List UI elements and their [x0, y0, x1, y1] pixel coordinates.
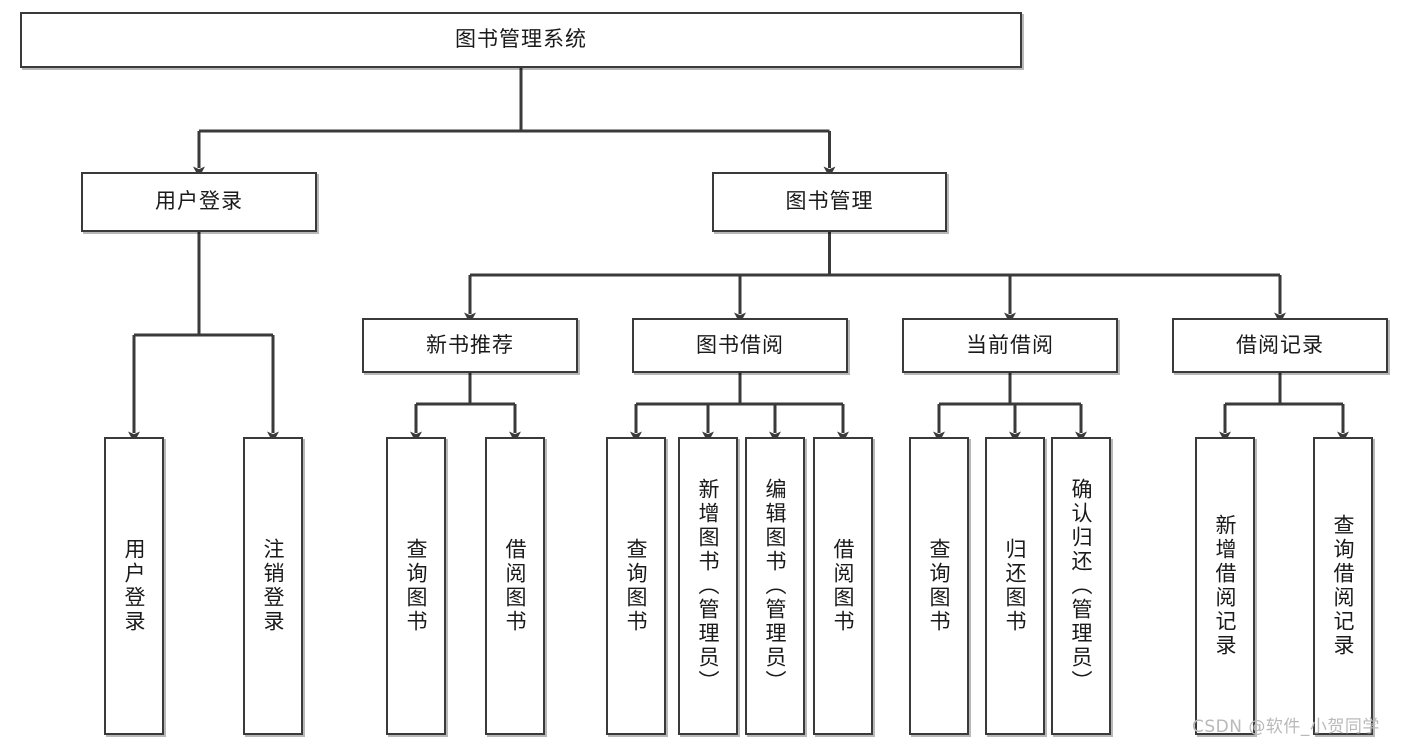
- level3-node[interactable]: 图书借阅: [632, 318, 848, 373]
- level3-node[interactable]: 借阅记录: [1172, 318, 1388, 373]
- leaf-node[interactable]: 查询图书: [386, 437, 446, 735]
- node-label: 查询借阅记录: [1331, 514, 1356, 658]
- leaf-node[interactable]: 查询图书: [909, 437, 969, 735]
- leaf-node[interactable]: 注销登录: [243, 437, 303, 735]
- node-label: 借阅图书: [831, 538, 856, 634]
- node-label: 借阅记录: [1236, 332, 1324, 357]
- node-label: 查询图书: [404, 538, 429, 634]
- node-label: 用户登录: [122, 538, 147, 634]
- leaf-node[interactable]: 新增图书（管理员）: [678, 437, 738, 735]
- node-label: 用户登录: [155, 189, 243, 214]
- node-label: 查询图书: [624, 538, 649, 634]
- node-label: 图书管理: [785, 189, 874, 214]
- node-label: 查询图书: [927, 538, 952, 634]
- leaf-node[interactable]: 确认归还（管理员）: [1051, 437, 1111, 735]
- leaf-node[interactable]: 编辑图书（管理员）: [745, 437, 805, 735]
- leaf-node[interactable]: 用户登录: [104, 437, 164, 735]
- leaf-node[interactable]: 借阅图书: [485, 437, 545, 735]
- leaf-node[interactable]: 查询图书: [606, 437, 666, 735]
- level2-node[interactable]: 用户登录: [81, 172, 317, 232]
- leaf-node[interactable]: 新增借阅记录: [1195, 437, 1255, 735]
- node-label: 新书推荐: [426, 332, 514, 357]
- level3-node[interactable]: 新书推荐: [362, 318, 578, 373]
- node-label: 归还图书: [1003, 538, 1028, 634]
- node-label: 新增借阅记录: [1213, 514, 1238, 658]
- node-label: 借阅图书: [503, 538, 528, 634]
- node-label: 图书借阅: [696, 332, 784, 357]
- node-label: 编辑图书（管理员）: [763, 478, 788, 694]
- node-label: 当前借阅: [966, 332, 1054, 357]
- watermark-label: CSDN @软件_小贺同学: [1192, 717, 1380, 737]
- level3-node[interactable]: 当前借阅: [902, 318, 1118, 373]
- leaf-node[interactable]: 借阅图书: [813, 437, 873, 735]
- node-label: 新增图书（管理员）: [696, 478, 721, 694]
- leaf-node[interactable]: 查询借阅记录: [1313, 437, 1373, 735]
- node-label: 确认归还（管理员）: [1069, 478, 1094, 694]
- leaf-node[interactable]: 归还图书: [985, 437, 1045, 735]
- node-label: 注销登录: [261, 538, 286, 634]
- root-node[interactable]: 图书管理系统: [20, 12, 1022, 68]
- node-label: 图书管理系统: [455, 27, 587, 52]
- level2-node[interactable]: 图书管理: [712, 172, 947, 232]
